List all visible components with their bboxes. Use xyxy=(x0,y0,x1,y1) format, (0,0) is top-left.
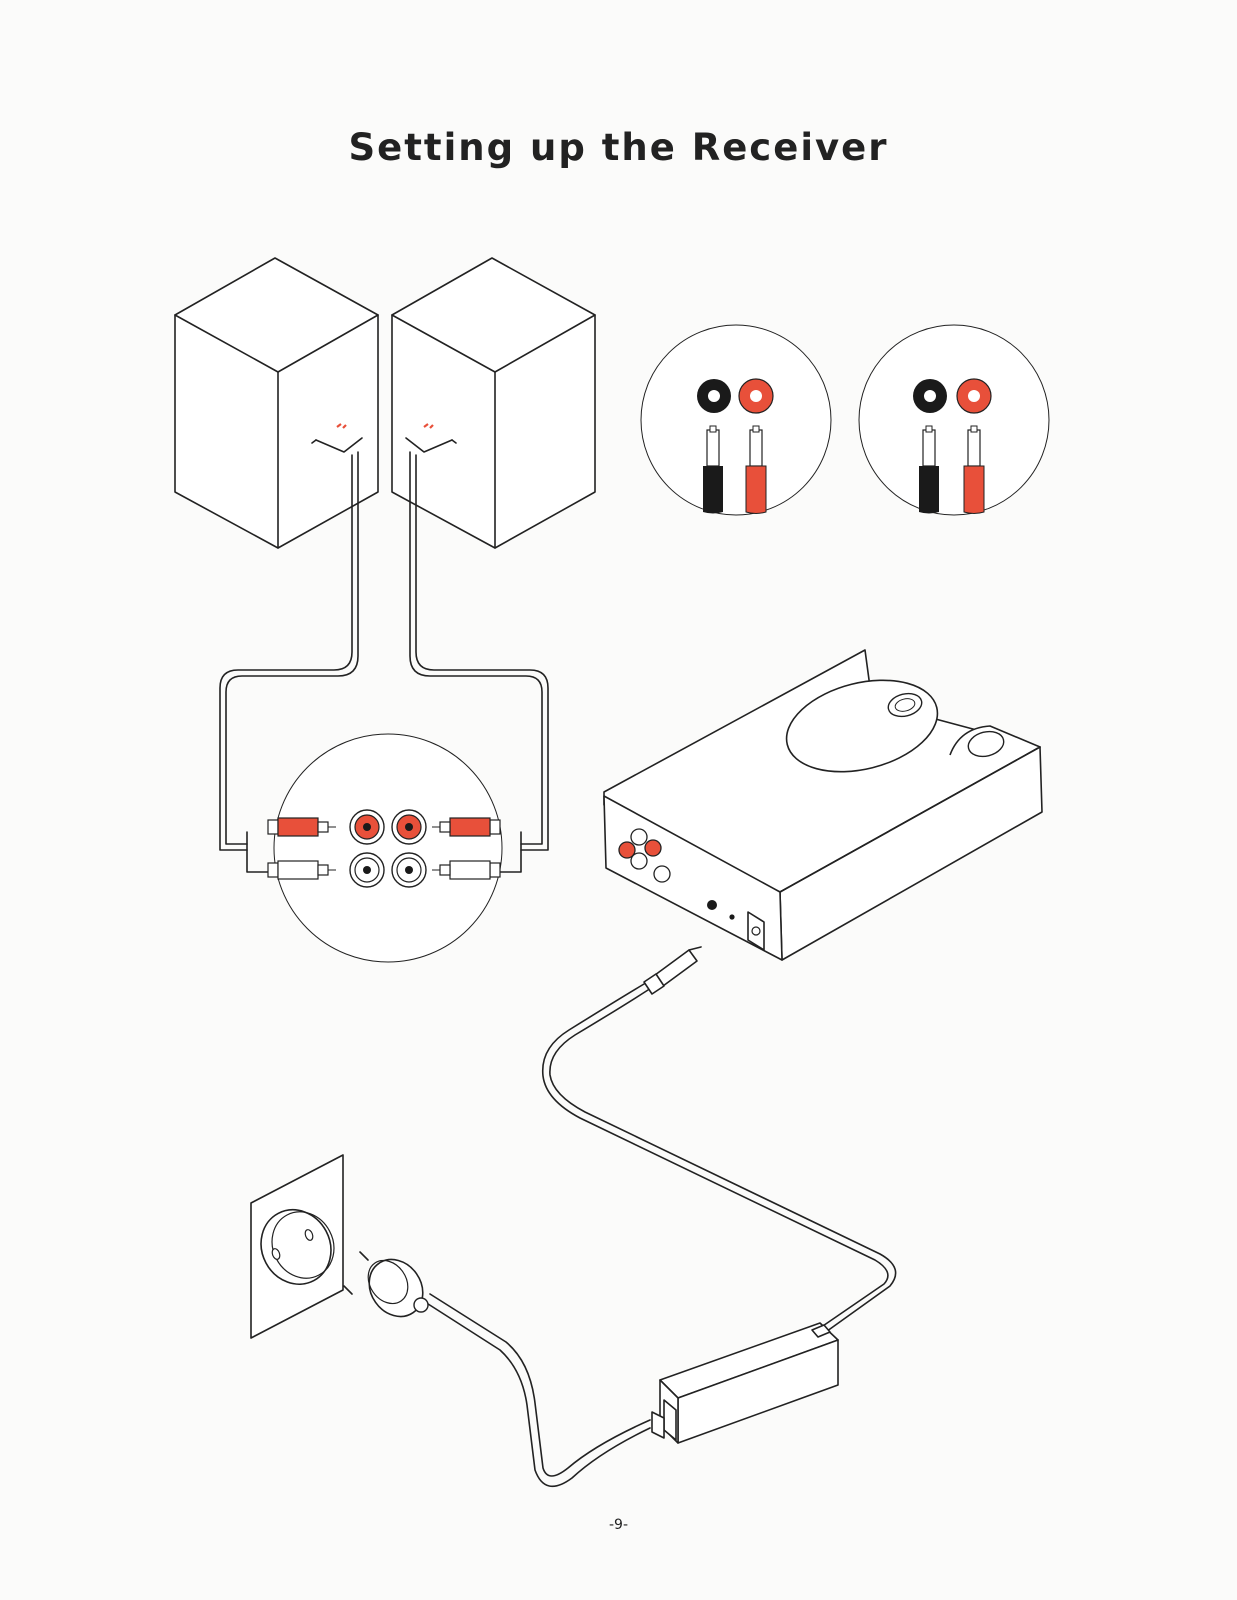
power-adapter-icon xyxy=(652,1323,838,1443)
wall-socket-icon xyxy=(248,1155,345,1338)
page-number: -9- xyxy=(0,1517,1237,1533)
speaker-terminal-detail-right xyxy=(859,325,1049,515)
power-cable-mains xyxy=(425,1294,650,1486)
rca-socket-white-right xyxy=(392,853,426,887)
rca-socket-white-left xyxy=(350,853,384,887)
speaker-terminal-detail-left xyxy=(641,325,831,515)
right-speaker-icon xyxy=(392,258,595,548)
rca-connector-detail xyxy=(268,734,502,962)
receiver-unit-icon xyxy=(604,650,1042,960)
power-cable-dc xyxy=(543,984,896,1334)
mains-plug-icon xyxy=(344,1249,434,1327)
dc-power-plug-icon xyxy=(644,947,701,994)
rca-socket-red-right xyxy=(392,810,426,844)
left-speaker-icon xyxy=(175,258,378,548)
rca-socket-red-left xyxy=(350,810,384,844)
